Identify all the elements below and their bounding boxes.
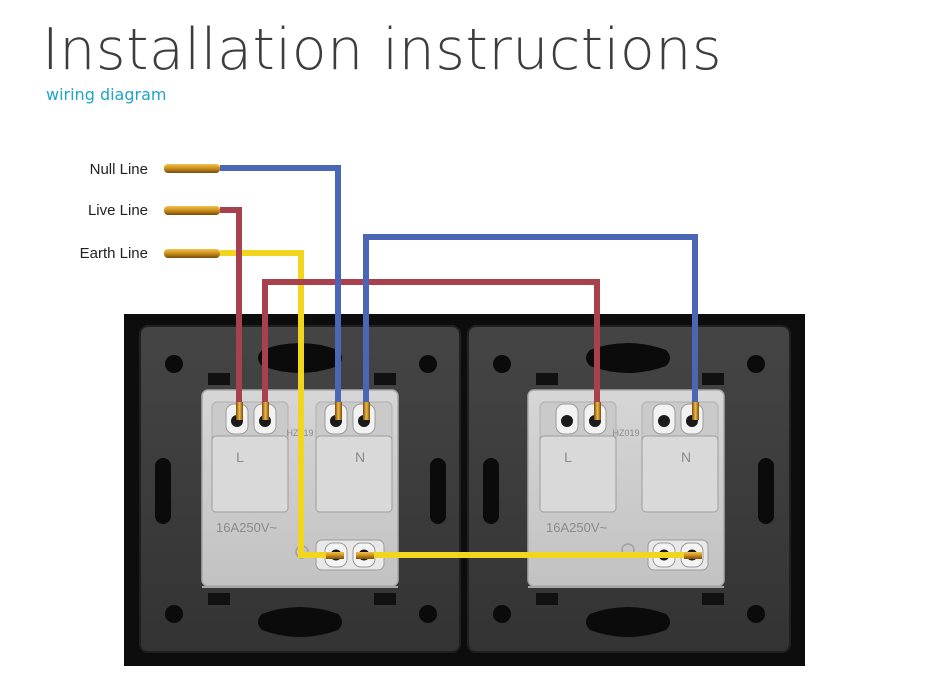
earth-bridge-copper-left	[356, 552, 374, 559]
null-wire-bridge	[363, 234, 698, 404]
live-wire-bridge	[262, 279, 600, 404]
right-socket-module	[527, 389, 725, 588]
left-socket-live-mark: L	[236, 449, 244, 465]
earth-line-copper-tip	[164, 249, 220, 258]
live-line-label: Live Line	[88, 202, 148, 219]
earth-line-label: Earth Line	[80, 245, 148, 262]
earth-wire-main	[220, 250, 336, 558]
null-terminal-copper-left	[335, 402, 342, 420]
earth-terminal-copper-right	[684, 552, 702, 559]
page-subtitle: wiring diagram	[46, 85, 167, 104]
null-wire-main	[220, 165, 341, 404]
left-socket-neutral-mark: N	[355, 449, 365, 465]
live-terminal-copper-left	[236, 402, 243, 420]
earth-terminal-copper-left	[326, 552, 344, 559]
live-bridge-copper-left	[262, 402, 269, 420]
right-socket-model: HZ019	[612, 428, 639, 438]
left-socket-rating: 16A250V~	[216, 520, 277, 535]
live-wire-main	[220, 207, 242, 404]
right-socket-rating: 16A250V~	[546, 520, 607, 535]
null-terminal-copper-right	[692, 402, 699, 420]
null-line-copper-tip	[164, 164, 220, 173]
right-socket-neutral-mark: N	[681, 449, 691, 465]
live-terminal-copper-right	[594, 402, 601, 420]
page-title: Installation instructions	[42, 17, 723, 83]
right-socket-live-mark: L	[564, 449, 572, 465]
null-bridge-copper-left	[363, 402, 370, 420]
live-line-copper-tip	[164, 206, 220, 215]
null-line-label: Null Line	[90, 161, 148, 178]
